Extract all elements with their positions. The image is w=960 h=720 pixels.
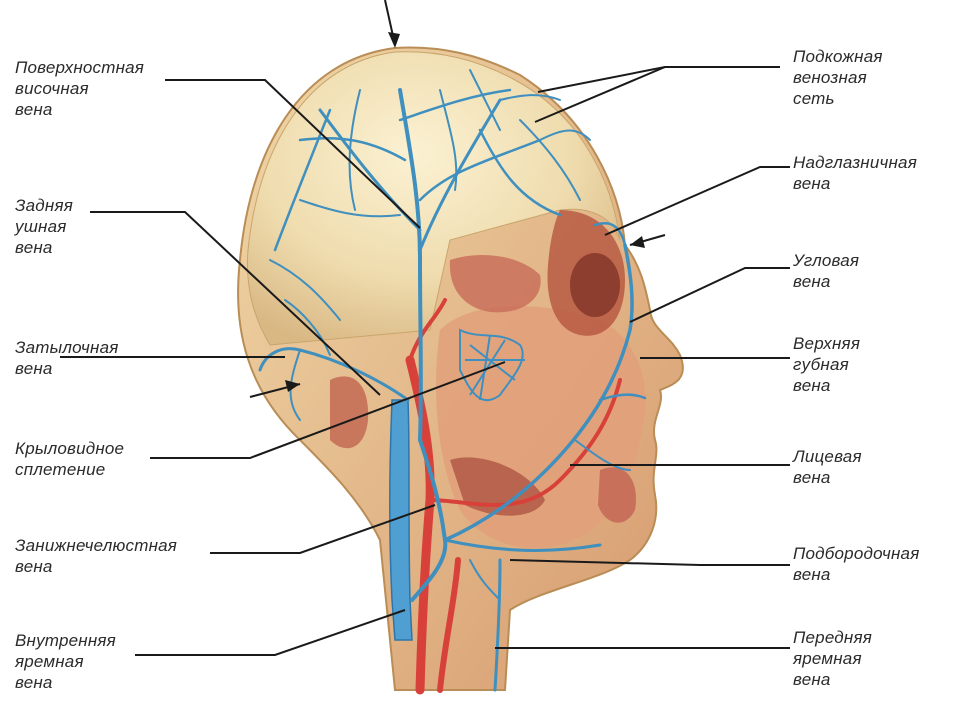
label-superficial-temporal-vein: Поверхностная височная вена bbox=[15, 58, 145, 119]
occipital-muscle bbox=[330, 376, 369, 449]
eye-socket bbox=[570, 253, 620, 317]
label-facial-vein: Лицевая вена bbox=[793, 447, 862, 487]
label-submental-vein: Подбородочная вена bbox=[793, 544, 920, 584]
label-subcutaneous-venous-network: Подкожная венозная сеть bbox=[793, 47, 883, 108]
temporal-muscle bbox=[449, 255, 541, 313]
label-retromandibular-vein: Занижнечелюстная вена bbox=[15, 536, 178, 576]
label-anterior-jugular-vein: Передняя яремная вена bbox=[793, 628, 873, 689]
label-angular-vein: Угловая вена bbox=[793, 251, 860, 291]
label-pterygoid-plexus: Крыловидное сплетение bbox=[15, 439, 125, 479]
scalp-region bbox=[246, 51, 621, 346]
internal-jugular-vein-shape bbox=[388, 399, 413, 641]
label-superior-labial-vein: Верхняя губная вена bbox=[793, 334, 861, 395]
arrow-heads bbox=[285, 32, 645, 392]
label-internal-jugular-vein: Внутренняя яремная вена bbox=[15, 631, 116, 692]
pterygoid-plexus-mesh bbox=[459, 328, 525, 402]
label-occipital-vein: Затылочная вена bbox=[15, 338, 119, 378]
leader-lines bbox=[60, 0, 790, 656]
label-supraorbital-vein: Надглазничная вена bbox=[793, 153, 917, 193]
lip-muscle bbox=[598, 467, 636, 523]
label-posterior-auricular-vein: Задняя ушная вена bbox=[15, 196, 74, 257]
